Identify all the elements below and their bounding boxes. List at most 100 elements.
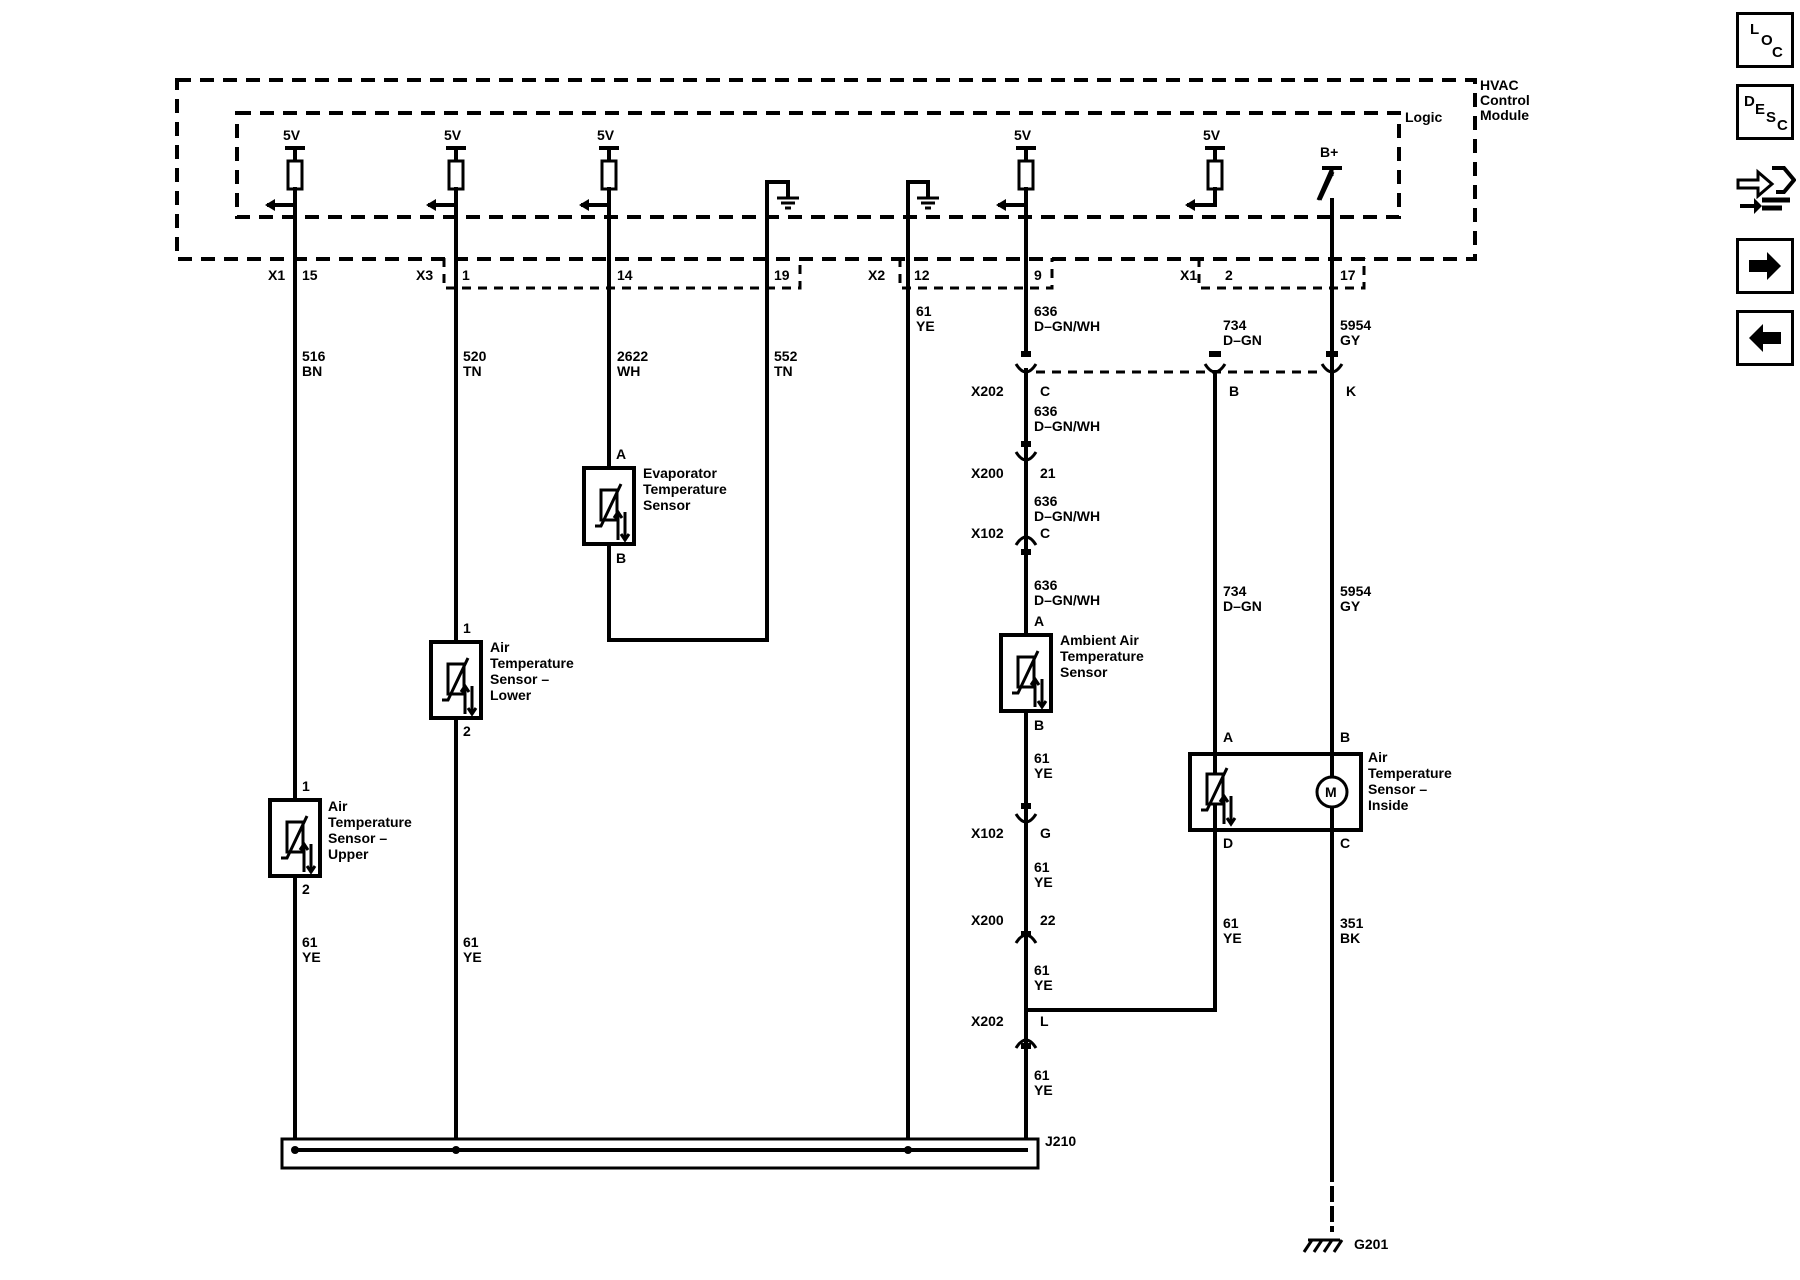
ambient-label: Temperature (1060, 648, 1144, 664)
connector-tool-icon[interactable] (1732, 160, 1797, 224)
motor-icon (1315, 775, 1349, 809)
wire-color: YE (1034, 1082, 1053, 1098)
pin-2: 2 (463, 723, 471, 739)
upper-label: Air (328, 798, 348, 814)
wire-color: WH (617, 363, 640, 379)
loc-l: L (1750, 21, 1760, 38)
connector-x200: X200 (971, 465, 1004, 481)
wire-num: 351 (1340, 915, 1364, 931)
pin-12: 12 (914, 267, 930, 283)
bplus-label: B+ (1320, 144, 1338, 160)
pin-g: G (1040, 825, 1051, 841)
pin-k: K (1346, 383, 1356, 399)
pin-15: 15 (302, 267, 318, 283)
pin-19: 19 (774, 267, 790, 283)
wire-2622-552 (607, 203, 769, 642)
wire-color: YE (302, 949, 321, 965)
connector-x1: X1 (1180, 267, 1197, 283)
wire-color: D–GN/WH (1034, 508, 1100, 524)
pin-22: 22 (1040, 912, 1056, 928)
wire-num: 734 (1223, 583, 1247, 599)
pin-b: B (1229, 383, 1239, 399)
inside-label: Sensor – (1368, 781, 1427, 797)
lower-label: Temperature (490, 655, 574, 671)
arrow-right-icon (1749, 252, 1781, 280)
ambient-label: Ambient Air (1060, 632, 1139, 648)
wire-734 (1024, 370, 1217, 1012)
description-button[interactable]: D E S C (1736, 84, 1794, 140)
wire-color: TN (774, 363, 793, 379)
module-label-2: Control (1480, 92, 1530, 108)
upper-label: Sensor – (328, 830, 387, 846)
upper-label: Upper (328, 846, 369, 862)
pin-1: 1 (463, 620, 471, 636)
wire-color: D–GN (1223, 598, 1262, 614)
connector-x3: X3 (416, 267, 433, 283)
wire-num: 61 (1034, 859, 1050, 875)
arrow-left-icon (1749, 324, 1781, 352)
previous-page-button[interactable] (1736, 310, 1794, 366)
location-button[interactable]: L O C (1736, 12, 1794, 68)
wire-color: BK (1340, 930, 1360, 946)
wire-num: 61 (1034, 1067, 1050, 1083)
inside-label: Inside (1368, 797, 1409, 813)
connector-x102: X102 (971, 825, 1004, 841)
connector-x2: X2 (868, 267, 885, 283)
wire-color: YE (1034, 874, 1053, 890)
wire-num: 2622 (617, 348, 648, 364)
wire-num: 734 (1223, 317, 1247, 333)
hvac-control-module-outline (175, 78, 1477, 261)
wire-color: YE (1034, 977, 1053, 993)
wire-num: 61 (463, 934, 479, 950)
wire-color: TN (463, 363, 482, 379)
desc-e: E (1755, 101, 1766, 118)
desc-c: C (1777, 117, 1788, 134)
wire-color: YE (463, 949, 482, 965)
j210-splice (280, 1137, 1040, 1170)
desc-d: D (1744, 93, 1755, 110)
logic-label: Logic (1405, 109, 1443, 125)
connector-x200: X200 (971, 912, 1004, 928)
wire-num: 520 (463, 348, 487, 364)
pin-2: 2 (302, 881, 310, 897)
wire-color: D–GN (1223, 332, 1262, 348)
wire-num: 516 (302, 348, 326, 364)
wire-color: D–GN/WH (1034, 592, 1100, 608)
wire-num: 61 (1034, 962, 1050, 978)
wire-color: BN (302, 363, 322, 379)
wire-num: 61 (1223, 915, 1239, 931)
desc-s: S (1766, 109, 1777, 126)
pin-14: 14 (617, 267, 633, 283)
lower-label: Lower (490, 687, 532, 703)
pin-a: A (1034, 613, 1044, 629)
pin-b: B (616, 550, 626, 566)
wire-color: GY (1340, 598, 1361, 614)
wire-num: 5954 (1340, 317, 1371, 333)
lower-label: Air (490, 639, 510, 655)
pin-2: 2 (1225, 267, 1233, 283)
pin-d: D (1223, 835, 1233, 851)
g201-label: G201 (1354, 1236, 1388, 1252)
pin-17: 17 (1340, 267, 1356, 283)
wire-color: YE (1223, 930, 1242, 946)
wire-color: YE (916, 318, 935, 334)
pin-1: 1 (302, 778, 310, 794)
evap-label: Sensor (643, 497, 691, 513)
pin-1: 1 (462, 267, 470, 283)
pin-c: C (1040, 525, 1050, 541)
wire-num: 636 (1034, 403, 1058, 419)
wire-color: D–GN/WH (1034, 318, 1100, 334)
wire-color: GY (1340, 332, 1361, 348)
evap-label: Evaporator (643, 465, 717, 481)
chassis-ground-icon (1302, 1238, 1344, 1253)
5v-label: 5V (283, 127, 301, 143)
module-label-3: Module (1480, 107, 1529, 123)
wire-num: 636 (1034, 493, 1058, 509)
next-page-button[interactable] (1736, 238, 1794, 294)
lower-label: Sensor – (490, 671, 549, 687)
5v-label: 5V (597, 127, 615, 143)
pin-c: C (1040, 383, 1050, 399)
pin-9: 9 (1034, 267, 1042, 283)
5v-label: 5V (1014, 127, 1032, 143)
